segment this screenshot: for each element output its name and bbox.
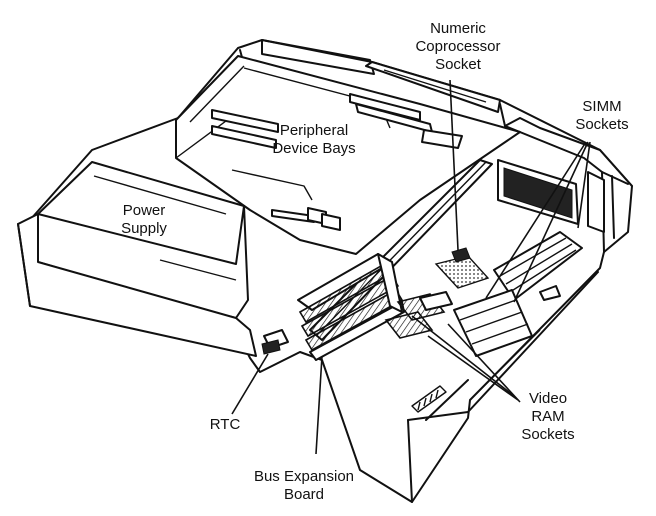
rtc-chip bbox=[261, 329, 289, 355]
peripheral-device-bays bbox=[175, 55, 521, 255]
label-peripheral-device-bays: Peripheral Device Bays bbox=[272, 122, 356, 157]
leader-simm-1 bbox=[485, 141, 587, 299]
leader-video-ram-1 bbox=[411, 315, 515, 397]
leader-simm-2 bbox=[513, 141, 589, 303]
leader-bus-expansion bbox=[315, 355, 323, 455]
label-numeric-coprocessor: Numeric Coprocessor Socket bbox=[415, 20, 501, 73]
power-supply bbox=[17, 161, 257, 357]
label-power-supply: Power Supply bbox=[121, 202, 167, 237]
leader-rtc bbox=[231, 353, 269, 415]
leader-simm-3 bbox=[577, 141, 591, 229]
leader-video-ram-3 bbox=[447, 323, 521, 403]
label-video-ram-sockets: Video RAM Sockets bbox=[521, 390, 575, 443]
leader-lines bbox=[231, 79, 591, 455]
numeric-coprocessor-socket bbox=[434, 247, 490, 289]
bus-expansion-board bbox=[297, 253, 405, 361]
label-simm-sockets: SIMM Sockets bbox=[575, 98, 629, 133]
leader-video-ram-2 bbox=[427, 335, 519, 401]
label-bus-expansion-board: Bus Expansion Board bbox=[253, 468, 355, 503]
front-connector bbox=[411, 329, 541, 421]
label-rtc: RTC bbox=[209, 416, 241, 433]
leader-numeric-coprocessor bbox=[449, 79, 459, 251]
simm-sockets bbox=[453, 159, 583, 357]
video-ram-sockets bbox=[384, 291, 453, 339]
